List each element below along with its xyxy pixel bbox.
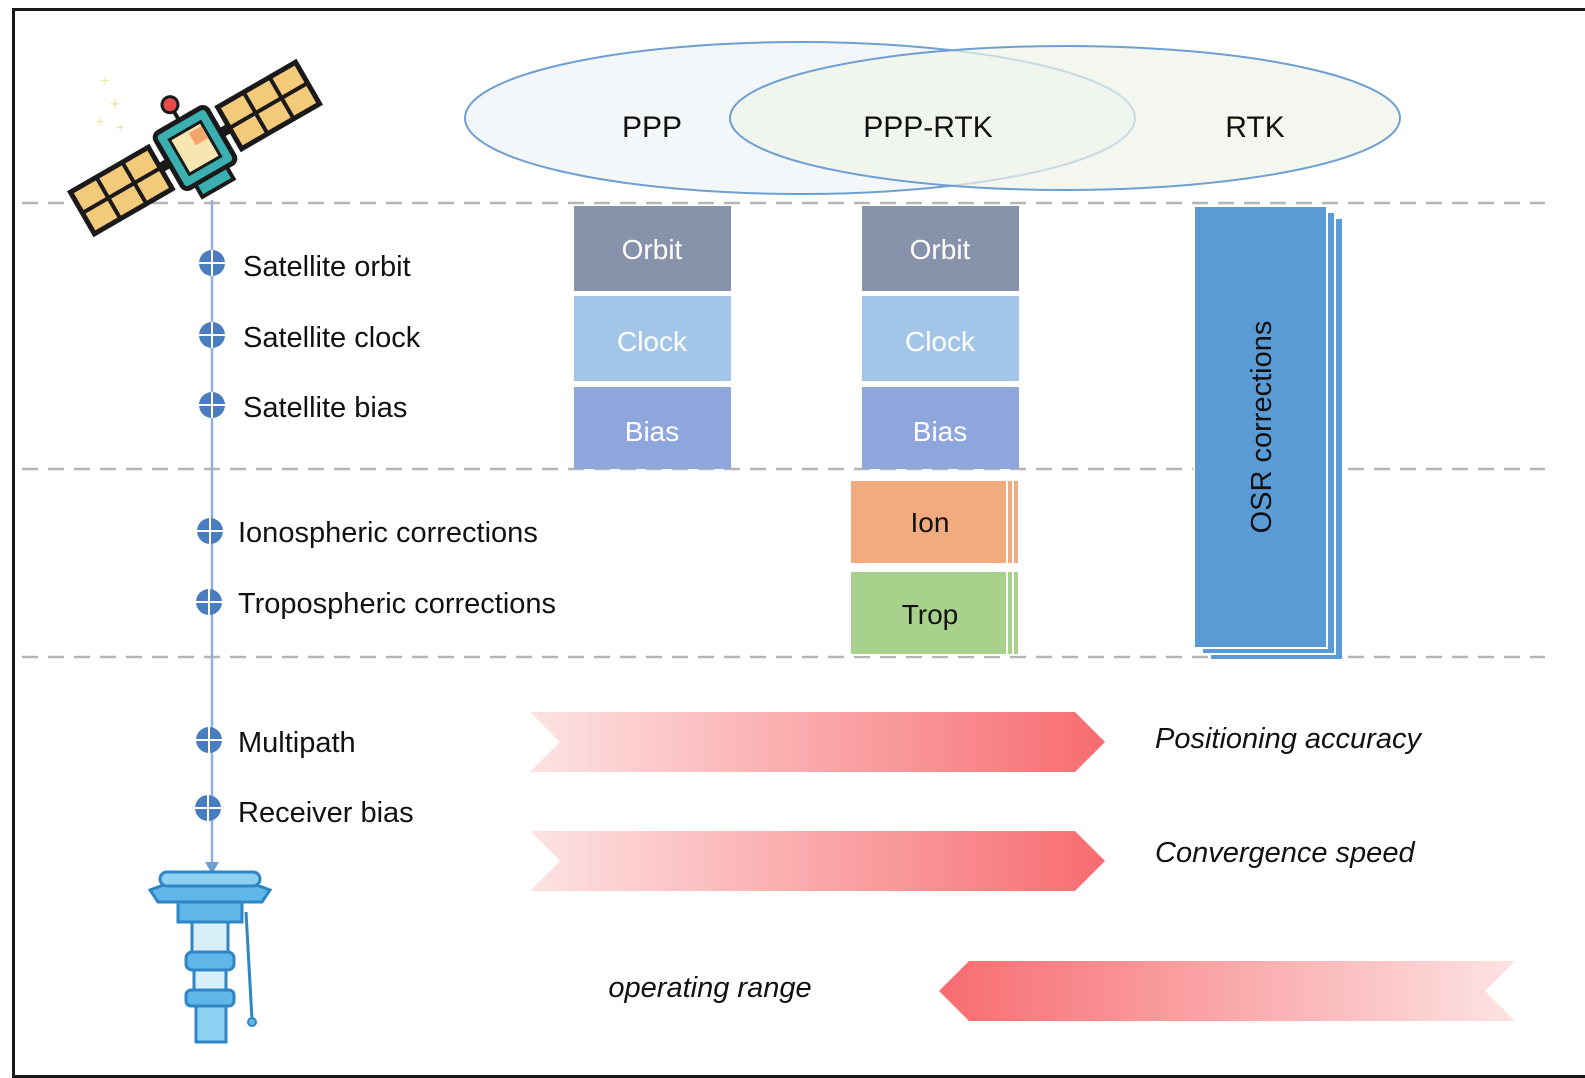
ppp-rtk-blocks: Orbit Clock Bias Ion Trop bbox=[849, 206, 1020, 656]
ppp-rtk-orbit-label: Orbit bbox=[910, 234, 971, 265]
svg-text:+: + bbox=[110, 94, 121, 114]
error-item-ionospheric: Ionospheric corrections bbox=[197, 517, 538, 549]
error-item-satellite-bias: Satellite bias bbox=[199, 392, 407, 424]
operating-range-label: operating range bbox=[608, 972, 811, 1004]
timeline-arrowhead bbox=[205, 862, 219, 874]
error-label: Receiver bias bbox=[238, 797, 414, 829]
error-label: Tropospheric corrections bbox=[238, 588, 556, 620]
ppp-rtk-bias-block bbox=[862, 387, 1019, 469]
convergence-speed-label: Convergence speed bbox=[1155, 837, 1415, 869]
ppp-bias-block bbox=[574, 387, 731, 469]
error-item-satellite-clock: Satellite clock bbox=[199, 322, 421, 354]
plus-circle-icon bbox=[199, 392, 225, 418]
plus-circle-icon bbox=[199, 250, 225, 276]
error-item-satellite-orbit: Satellite orbit bbox=[199, 250, 411, 283]
ppp-rtk-bias-label: Bias bbox=[913, 416, 967, 447]
svg-text:+: + bbox=[96, 113, 104, 129]
ppp-orbit-block bbox=[574, 206, 731, 291]
ppp-clock-block bbox=[574, 296, 731, 381]
error-label: Multipath bbox=[238, 727, 356, 759]
error-source-list: Satellite orbit Satellite clock Satellit… bbox=[195, 250, 556, 829]
error-label: Satellite clock bbox=[243, 322, 421, 354]
rtk-label: RTK bbox=[1225, 111, 1284, 144]
error-item-multipath: Multipath bbox=[196, 727, 356, 759]
ppp-label: PPP bbox=[622, 111, 682, 144]
positioning-accuracy-arrow bbox=[530, 712, 1105, 772]
ppp-clock-label: Clock bbox=[617, 326, 688, 357]
ppp-rtk-trop-label: Trop bbox=[902, 599, 959, 630]
rtk-ellipse bbox=[729, 45, 1401, 191]
ppp-rtk-orbit-block bbox=[862, 206, 1019, 291]
ppp-rtk-ion-label: Ion bbox=[911, 507, 950, 538]
sparkle-icon: + + + + bbox=[96, 73, 124, 135]
operating-range-arrow bbox=[939, 961, 1515, 1021]
error-item-tropospheric: Tropospheric corrections bbox=[196, 588, 556, 620]
positioning-accuracy-label: Positioning accuracy bbox=[1155, 723, 1422, 755]
ppp-rtk-ion-block bbox=[849, 479, 1020, 565]
satellite-icon bbox=[67, 58, 323, 238]
ppp-rtk-label: PPP-RTK bbox=[863, 111, 992, 144]
section-dividers bbox=[22, 201, 1545, 659]
svg-text:+: + bbox=[116, 119, 124, 135]
plus-circle-icon bbox=[195, 795, 221, 821]
performance-arrows: Positioning accuracy Convergence speed o… bbox=[530, 712, 1515, 1021]
ppp-blocks: Orbit Clock Bias bbox=[574, 206, 731, 469]
osr-corrections-label: OSR corrections bbox=[1246, 321, 1278, 534]
convergence-speed-arrow bbox=[530, 831, 1105, 891]
error-label: Satellite bias bbox=[243, 392, 407, 424]
plus-circle-icon bbox=[196, 589, 222, 615]
ppp-bias-label: Bias bbox=[625, 416, 679, 447]
method-ellipses: PPP PPP-RTK RTK bbox=[464, 41, 1401, 195]
error-label: Ionospheric corrections bbox=[238, 517, 538, 549]
ppp-rtk-trop-block bbox=[849, 570, 1020, 656]
plus-circle-icon bbox=[199, 322, 225, 348]
receiver-antenna-icon bbox=[147, 870, 273, 1044]
ppp-orbit-label: Orbit bbox=[622, 234, 683, 265]
plus-circle-icon bbox=[196, 727, 222, 753]
error-label: Satellite orbit bbox=[243, 251, 411, 283]
error-item-receiver-bias: Receiver bias bbox=[195, 795, 414, 829]
plus-circle-icon bbox=[197, 518, 223, 544]
rtk-osr-block: OSR corrections bbox=[1193, 205, 1344, 661]
ppp-rtk-clock-label: Clock bbox=[905, 326, 976, 357]
ppp-rtk-clock-block bbox=[862, 296, 1019, 381]
svg-text:+: + bbox=[100, 73, 109, 90]
